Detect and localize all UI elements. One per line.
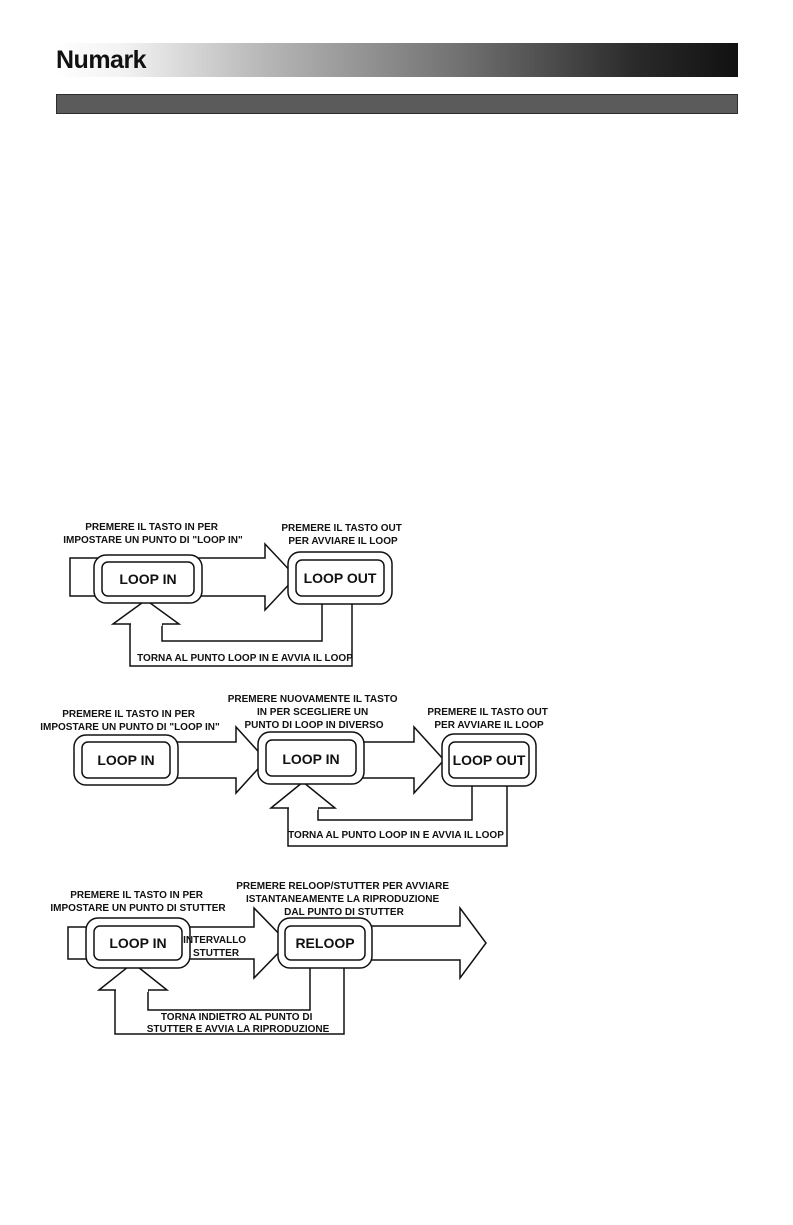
diagram-loop-basic: LOOP IN LOOP OUT PREMERE IL TASTO IN PER…: [63, 522, 404, 667]
flow-arrow-2: [363, 905, 487, 981]
return-line-inner: [147, 968, 311, 1011]
label-return: TORNA INDIETRO AL PUNTO DI STUTTER E AVV…: [147, 1012, 330, 1035]
loop-in-button-inner: [101, 561, 195, 597]
loop-in-button-inner-2: [265, 739, 357, 777]
return-line-inner: [161, 604, 323, 642]
numark-logo: Numark: [56, 46, 147, 74]
label-return: TORNA AL PUNTO LOOP IN E AVVIA IL LOOP: [137, 653, 353, 664]
label-press-reloop: PREMERE RELOOP/STUTTER PER AVVIARE ISTAN…: [236, 881, 452, 918]
label-press-in: PREMERE IL TASTO IN PER IMPOSTARE UN PUN…: [63, 522, 243, 546]
loop-in-button-label: LOOP IN: [119, 571, 176, 587]
return-line-outer: [287, 786, 508, 847]
label-press-in: PREMERE IL TASTO IN PER IMPOSTARE UN PUN…: [40, 709, 220, 733]
return-line-outer: [114, 968, 345, 1035]
return-line-outer: [129, 604, 353, 667]
label-return: TORNA AL PUNTO LOOP IN E AVVIA IL LOOP: [288, 830, 504, 841]
loop-in-button-inner-1: [81, 741, 171, 779]
section-title-bar: [56, 94, 738, 114]
diagram-stutter: LOOP IN RELOOP PREMERE IL TASTO IN PER I…: [50, 881, 487, 1035]
header-gradient-bar: [56, 43, 738, 77]
flow-arrow-2: [361, 725, 446, 795]
loop-out-button-inner: [448, 741, 530, 779]
label-press-out: PREMERE IL TASTO OUT PER AVVIARE IL LOOP: [427, 707, 550, 731]
label-interval: INTERVALLO STUTTER: [183, 935, 249, 959]
reloop-button-label: RELOOP: [295, 935, 354, 951]
loop-in-button-inner: [93, 925, 183, 961]
loop-in-button-label-2: LOOP IN: [282, 751, 339, 767]
return-line-inner: [317, 786, 473, 821]
label-press-in: PREMERE IL TASTO IN PER IMPOSTARE UN PUN…: [50, 890, 226, 914]
reloop-button-inner: [284, 925, 366, 961]
flow-arrow-1: [171, 725, 268, 795]
loop-out-button-label: LOOP OUT: [453, 752, 526, 768]
label-press-again: PREMERE NUOVAMENTE IL TASTO IN PER SCEGL…: [228, 694, 401, 731]
loop-out-button-inner: [295, 559, 385, 597]
loop-in-button-label: LOOP IN: [109, 935, 166, 951]
return-arrow-head: [268, 781, 338, 809]
loop-in-button-label-1: LOOP IN: [97, 752, 154, 768]
label-press-out: PREMERE IL TASTO OUT PER AVVIARE IL LOOP: [281, 523, 404, 547]
loop-out-button-label: LOOP OUT: [304, 570, 377, 586]
diagram-loop-redefine: LOOP IN LOOP IN LOOP OUT PREMERE IL TAST…: [40, 694, 550, 847]
